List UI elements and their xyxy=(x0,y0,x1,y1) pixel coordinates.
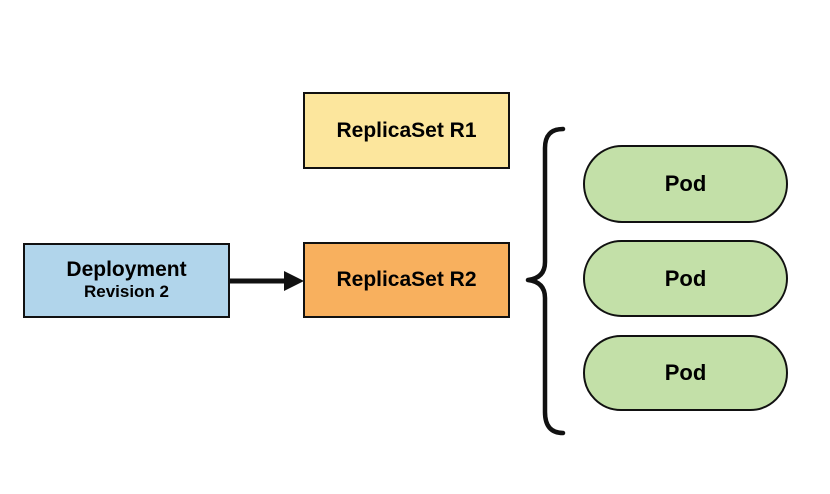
curly-brace xyxy=(525,126,566,436)
pod-node: Pod xyxy=(583,145,788,223)
deployment-title: Deployment xyxy=(66,258,187,282)
arrow-deployment-to-replicaset-r2 xyxy=(230,271,304,291)
replicaset-r2-label: ReplicaSet R2 xyxy=(336,268,477,291)
pod-label: Pod xyxy=(664,360,707,385)
replicaset-r1-node: ReplicaSet R1 xyxy=(303,92,510,169)
deployment-revision-label: Revision 2 xyxy=(83,282,170,302)
replicaset-r2-node: ReplicaSet R2 xyxy=(303,242,510,318)
replicaset-r1-label: ReplicaSet R1 xyxy=(336,118,477,142)
pod-label: Pod xyxy=(664,171,707,196)
pod-label: Pod xyxy=(664,265,707,291)
pod-node: Pod xyxy=(583,335,788,411)
pod-node: Pod xyxy=(583,240,788,317)
deployment-node: Deployment Revision 2 xyxy=(23,243,230,318)
